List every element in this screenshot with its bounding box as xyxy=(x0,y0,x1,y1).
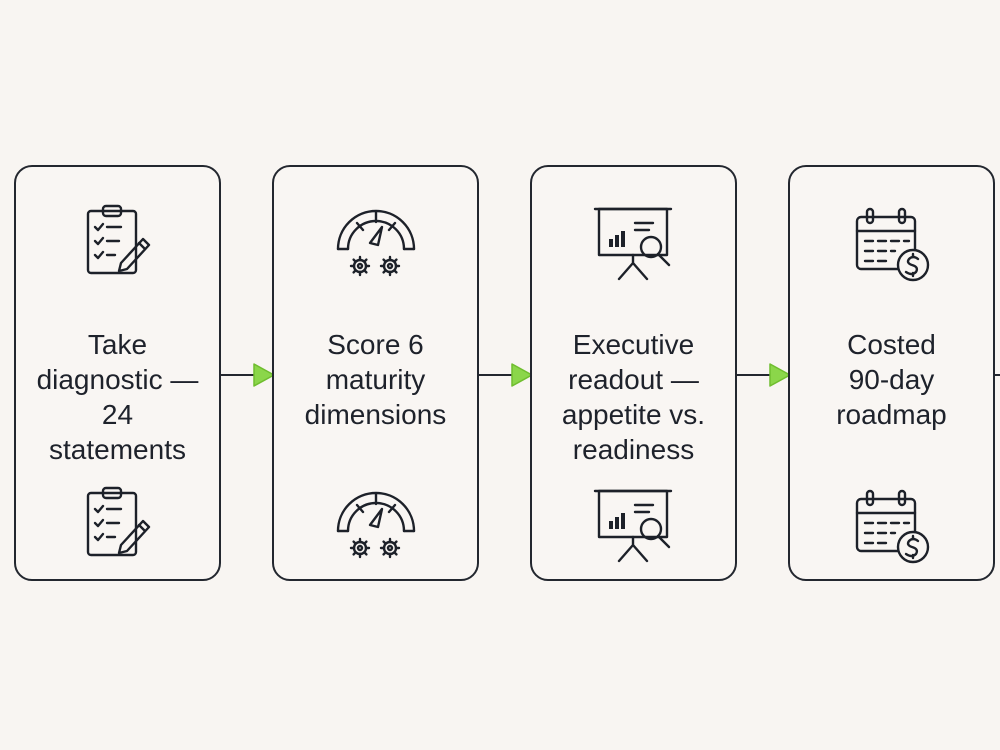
flow-continuation-line xyxy=(995,374,1000,376)
step-label-roadmap: Costed 90-day roadmap xyxy=(836,329,947,430)
step-card-roadmap: Costed 90-day roadmap xyxy=(788,165,995,581)
flow-arrow xyxy=(737,363,791,387)
presentation-board-icon xyxy=(593,207,672,281)
gauge-gears-icon xyxy=(336,209,415,277)
calendar-dollar-icon xyxy=(855,489,929,564)
step-label-score: Score 6 maturity dimensions xyxy=(304,329,447,430)
flow-arrow xyxy=(221,363,275,387)
presentation-board-icon xyxy=(593,489,672,563)
clipboard-checklist-icon xyxy=(86,486,150,557)
gauge-gears-icon xyxy=(336,491,415,559)
calendar-dollar-icon xyxy=(855,207,929,282)
step-label-diagnostic: Take diagnostic — 24 statements xyxy=(36,329,199,465)
step-card-score: Score 6 maturity dimensions xyxy=(272,165,479,581)
clipboard-checklist-icon xyxy=(86,204,150,275)
flow-arrow xyxy=(479,363,533,387)
step-label-readout: Executive readout — appetite vs. readine… xyxy=(561,329,706,465)
step-card-diagnostic: Take diagnostic — 24 statements xyxy=(14,165,221,581)
step-card-readout: Executive readout — appetite vs. readine… xyxy=(530,165,737,581)
